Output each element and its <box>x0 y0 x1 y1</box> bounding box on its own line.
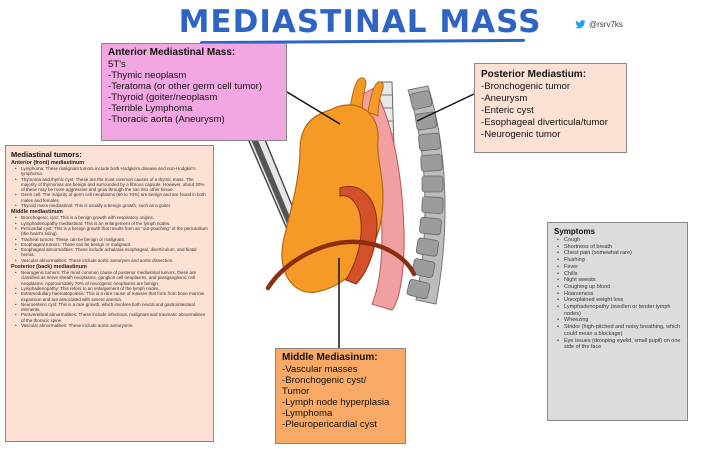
posterior-connector <box>416 93 475 122</box>
list-item: Flushing <box>554 257 681 264</box>
list-item: -Aneurysm <box>481 93 528 104</box>
anterior-connector <box>286 91 341 125</box>
anterior-heading: Anterior Mediastinal Mass: <box>108 47 236 58</box>
list-item: Pericardial cyst: This is a benign growt… <box>11 226 208 237</box>
list-item: Cough <box>554 237 681 244</box>
handle-text: @rsrv7ks <box>589 20 623 29</box>
list-item: -Enteric cyst <box>481 105 534 116</box>
list-item: Fever <box>554 264 681 271</box>
list-item: Neuroenteric cyst: This is a rare growth… <box>11 302 208 313</box>
tumors-heading: Mediastinal tumors: <box>11 150 82 159</box>
list-item: -Bronchogenic cyst/ <box>282 375 367 386</box>
list-item: Germ cell: The majority of germ cell neo… <box>11 192 208 203</box>
list-item: Tracheal tumors: These can be benign or … <box>11 237 208 243</box>
list-item: Coughing up blood <box>554 284 681 291</box>
posterior-heading: Posterior Mediastium: <box>481 69 587 80</box>
diaphragm <box>265 239 417 291</box>
list-item: -Lymphoma <box>282 408 333 419</box>
vena-cava <box>339 186 378 285</box>
social-handle: @rsrv7ks <box>575 20 623 29</box>
list-item: Lymphadenopathy mediastinal: This is an … <box>11 221 208 227</box>
tumors-section-title: Posterior (back) mediastinum <box>11 264 87 271</box>
list-item: Unexplained weight loss <box>554 297 681 304</box>
spine <box>406 85 446 305</box>
list-item: -Terrible Lymphoma <box>108 103 193 114</box>
list-item: Chills <box>554 271 681 278</box>
middle-heading: Middle Mediasinum: <box>282 352 378 363</box>
list-item: Esophageal tumors: These can be benign o… <box>11 242 208 248</box>
list-item: Thyroid mass mediastinal: This is usuall… <box>11 203 208 209</box>
list-item: -Vascular masses <box>282 364 358 375</box>
list-item: -Thymic neoplasm <box>108 70 187 81</box>
list-item: -Teratoma (or other germ cell tumor) <box>108 81 263 92</box>
symptoms-box: Symptoms Cough Shortness of breath Chest… <box>547 222 688 421</box>
list-item: Shortness of breath <box>554 244 681 251</box>
tumors-section-title: Anterior (front) mediastinum <box>11 160 85 166</box>
list-item: Eye issues (drooping eyelid, small pupil… <box>554 338 681 351</box>
tumors-section-title: Middle mediastinum <box>11 209 63 216</box>
list-item: -Thoracic aorta (Aneurysm) <box>108 114 225 125</box>
list-item: Stridor (high-pitched and noisy breathin… <box>554 324 681 337</box>
list-item: Chest pain (somewhat rare) <box>554 250 681 257</box>
heart <box>281 104 384 293</box>
list-item: Paravertebral abnormalities: These inclu… <box>11 312 208 323</box>
list-item: Hoarseness <box>554 291 681 298</box>
great-vessels <box>349 77 384 117</box>
posterior-mediastinum-box: Posterior Mediastium: -Bronchogenic tumo… <box>474 63 627 153</box>
anterior-mediastinal-box: Anterior Mediastinal Mass: 5T's -Thymic … <box>101 43 287 141</box>
list-item: -Bronchogenic tumor <box>481 81 571 92</box>
page-title: MEDIASTINAL MASS <box>178 4 542 40</box>
list-item: Lymphadenopathy (swollen or tender lymph… <box>554 304 681 317</box>
list-item: Vascular abnormalities: These include ao… <box>11 323 208 329</box>
list-item: Esophageal abnormalities: These include … <box>11 247 208 258</box>
list-item: -Neurogenic tumor <box>481 129 561 140</box>
list-item: Vascular abnormalities: These include ao… <box>11 258 208 264</box>
mediastinal-tumors-box: Mediastinal tumors: Anterior (front) med… <box>5 145 214 442</box>
list-item: 5T's <box>108 59 126 70</box>
list-item: Tumor <box>282 386 310 397</box>
list-item: Thymoma and thymic cyst: These are the m… <box>11 177 208 193</box>
list-item: -Thyroid (goiter/neoplasm <box>108 92 218 103</box>
list-item: Night sweats <box>554 277 681 284</box>
symptoms-heading: Symptoms <box>554 227 595 236</box>
middle-mediastinum-box: Middle Mediasinum: -Vascular masses -Bro… <box>275 348 406 444</box>
list-item: Lymphadenopathy: This refers to an enlar… <box>11 286 208 292</box>
list-item: Wheezing <box>554 317 681 324</box>
list-item: -Esophageal diverticula/tumor <box>481 117 608 128</box>
list-item: Bronchogenic cyst: This is a benign grow… <box>11 215 208 221</box>
twitter-bird-icon <box>575 20 586 29</box>
list-item: Lymphoma: These malignant tumors include… <box>11 166 208 177</box>
list-item: Extramedullary haematopoiesis: This is a… <box>11 291 208 302</box>
list-item: -Lymph node hyperplasia <box>282 397 390 408</box>
list-item: Neurogenic tumors: The most common cause… <box>11 270 208 286</box>
list-item: -Pleuropericardial cyst <box>282 419 377 430</box>
